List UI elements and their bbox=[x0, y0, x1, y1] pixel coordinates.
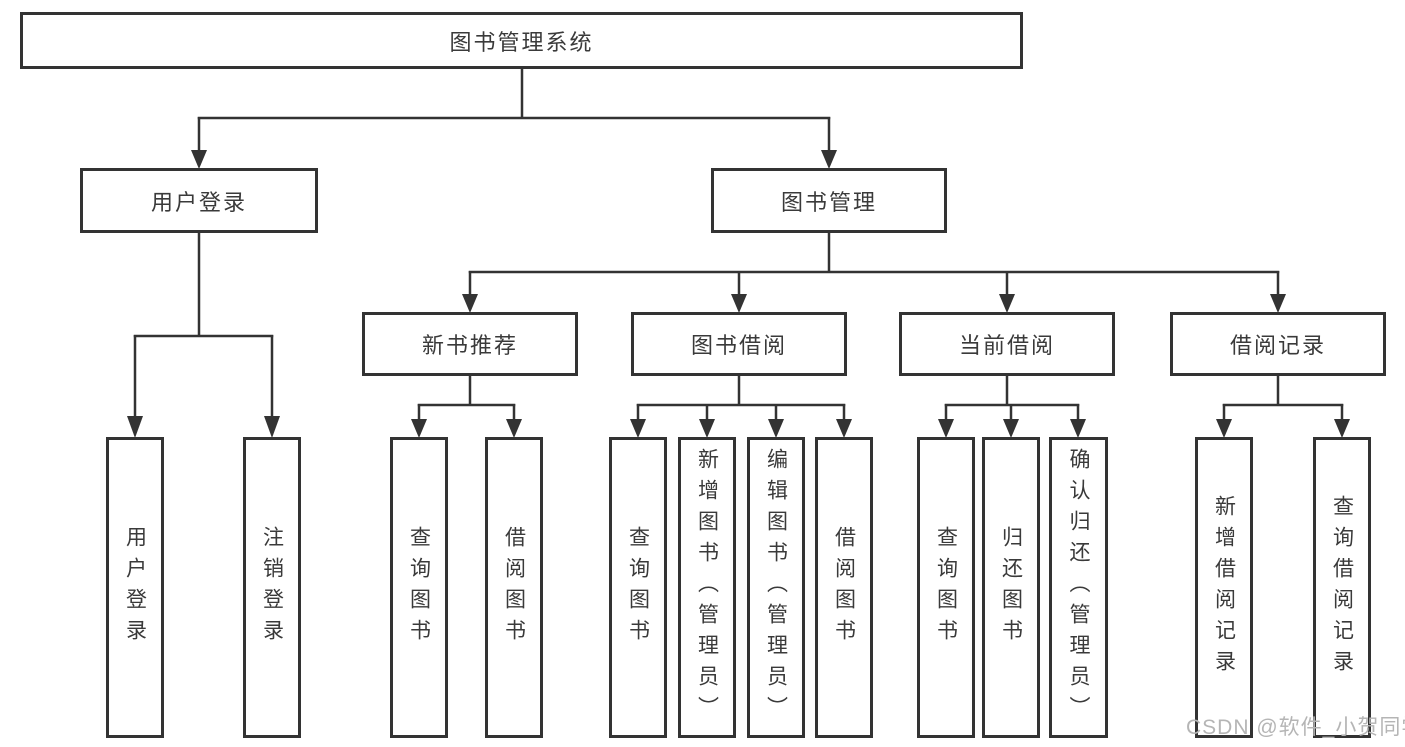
leaf-add-borrow-record-label: 新增借阅记录 bbox=[1212, 494, 1236, 681]
leaf-query-books-newbooks: 查询图书 bbox=[390, 437, 448, 738]
arrowhead bbox=[731, 294, 747, 313]
node-user-login-label: 用户登录 bbox=[150, 189, 247, 215]
arrowhead bbox=[630, 419, 646, 438]
leaf-confirm-return-admin-label: 确认归还（管理员） bbox=[1067, 448, 1091, 727]
arrowhead bbox=[462, 294, 478, 313]
leaf-query-borrow-record-label: 查询借阅记录 bbox=[1330, 494, 1354, 681]
csdn-watermark: CSDN @软件_小贺同学 bbox=[1186, 716, 1405, 739]
leaf-query-borrow-record: 查询借阅记录 bbox=[1313, 437, 1371, 738]
leaf-return-books-label: 归还图书 bbox=[999, 525, 1023, 650]
leaf-query-books-current: 查询图书 bbox=[917, 437, 975, 738]
leaf-edit-books-admin: 编辑图书（管理员） bbox=[747, 437, 805, 738]
leaf-edit-books-admin-label: 编辑图书（管理员） bbox=[764, 448, 788, 727]
leaf-query-books-borrow: 查询图书 bbox=[609, 437, 667, 738]
arrowhead bbox=[821, 150, 837, 169]
leaf-user-login-label: 用户登录 bbox=[123, 525, 147, 650]
node-user-login: 用户登录 bbox=[80, 168, 318, 233]
leaf-confirm-return-admin: 确认归还（管理员） bbox=[1049, 437, 1108, 738]
arrowhead bbox=[127, 416, 143, 438]
arrowhead bbox=[506, 419, 522, 438]
leaf-logout: 注销登录 bbox=[243, 437, 301, 738]
node-book-borrow-label: 图书借阅 bbox=[690, 333, 787, 358]
leaf-borrow-books-borrow: 借阅图书 bbox=[815, 437, 873, 738]
node-book-management: 图书管理 bbox=[711, 168, 947, 233]
node-root-system: 图书管理系统 bbox=[20, 12, 1023, 69]
arrowhead bbox=[411, 419, 427, 438]
arrowhead bbox=[264, 416, 280, 438]
arrowhead bbox=[1270, 294, 1286, 313]
arrowhead bbox=[1070, 419, 1086, 438]
arrowhead bbox=[1216, 419, 1232, 438]
arrowhead bbox=[191, 150, 207, 169]
node-current-borrow: 当前借阅 bbox=[899, 312, 1115, 376]
leaf-borrow-books-borrow-label: 借阅图书 bbox=[832, 525, 856, 650]
leaf-add-books-admin-label: 新增图书（管理员） bbox=[695, 448, 719, 727]
node-book-borrow: 图书借阅 bbox=[631, 312, 847, 376]
arrowhead bbox=[836, 419, 852, 438]
node-borrow-records-label: 借阅记录 bbox=[1229, 333, 1326, 358]
leaf-borrow-books-newbooks-label: 借阅图书 bbox=[502, 525, 526, 650]
leaf-return-books: 归还图书 bbox=[982, 437, 1040, 738]
leaf-user-login: 用户登录 bbox=[106, 437, 164, 738]
leaf-add-borrow-record: 新增借阅记录 bbox=[1195, 437, 1253, 738]
arrowhead bbox=[768, 419, 784, 438]
node-new-book-recommend-label: 新书推荐 bbox=[421, 333, 518, 358]
node-borrow-records: 借阅记录 bbox=[1170, 312, 1386, 376]
leaf-query-books-borrow-label: 查询图书 bbox=[626, 525, 650, 650]
node-book-management-label: 图书管理 bbox=[780, 189, 877, 215]
leaf-add-books-admin: 新增图书（管理员） bbox=[678, 437, 736, 738]
arrowhead bbox=[938, 419, 954, 438]
arrowhead bbox=[1003, 419, 1019, 438]
arrowhead bbox=[699, 419, 715, 438]
leaf-query-books-newbooks-label: 查询图书 bbox=[407, 525, 431, 650]
leaf-logout-label: 注销登录 bbox=[260, 525, 284, 650]
node-current-borrow-label: 当前借阅 bbox=[958, 333, 1055, 358]
arrowhead bbox=[1334, 419, 1350, 438]
node-new-book-recommend: 新书推荐 bbox=[362, 312, 578, 376]
node-root-label: 图书管理系统 bbox=[449, 29, 594, 55]
arrowhead bbox=[999, 294, 1015, 313]
leaf-query-books-current-label: 查询图书 bbox=[934, 525, 958, 650]
leaf-borrow-books-newbooks: 借阅图书 bbox=[485, 437, 543, 738]
